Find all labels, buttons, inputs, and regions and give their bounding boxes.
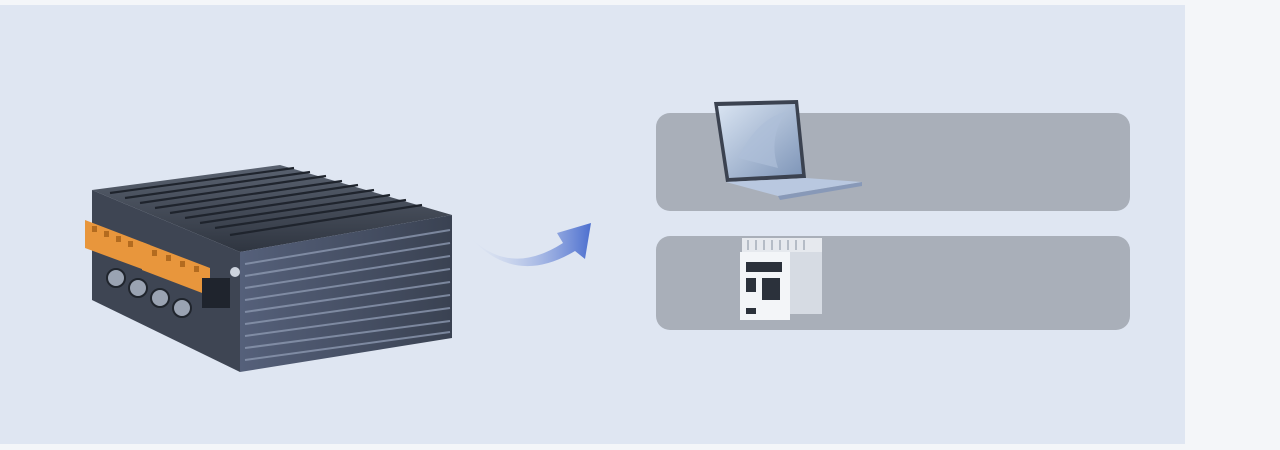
target-slot-module xyxy=(656,236,1130,330)
industrial-controller-icon xyxy=(85,165,452,372)
laptop-icon xyxy=(714,100,862,200)
din-module-icon xyxy=(740,238,822,320)
curved-arrow-icon xyxy=(470,223,591,267)
